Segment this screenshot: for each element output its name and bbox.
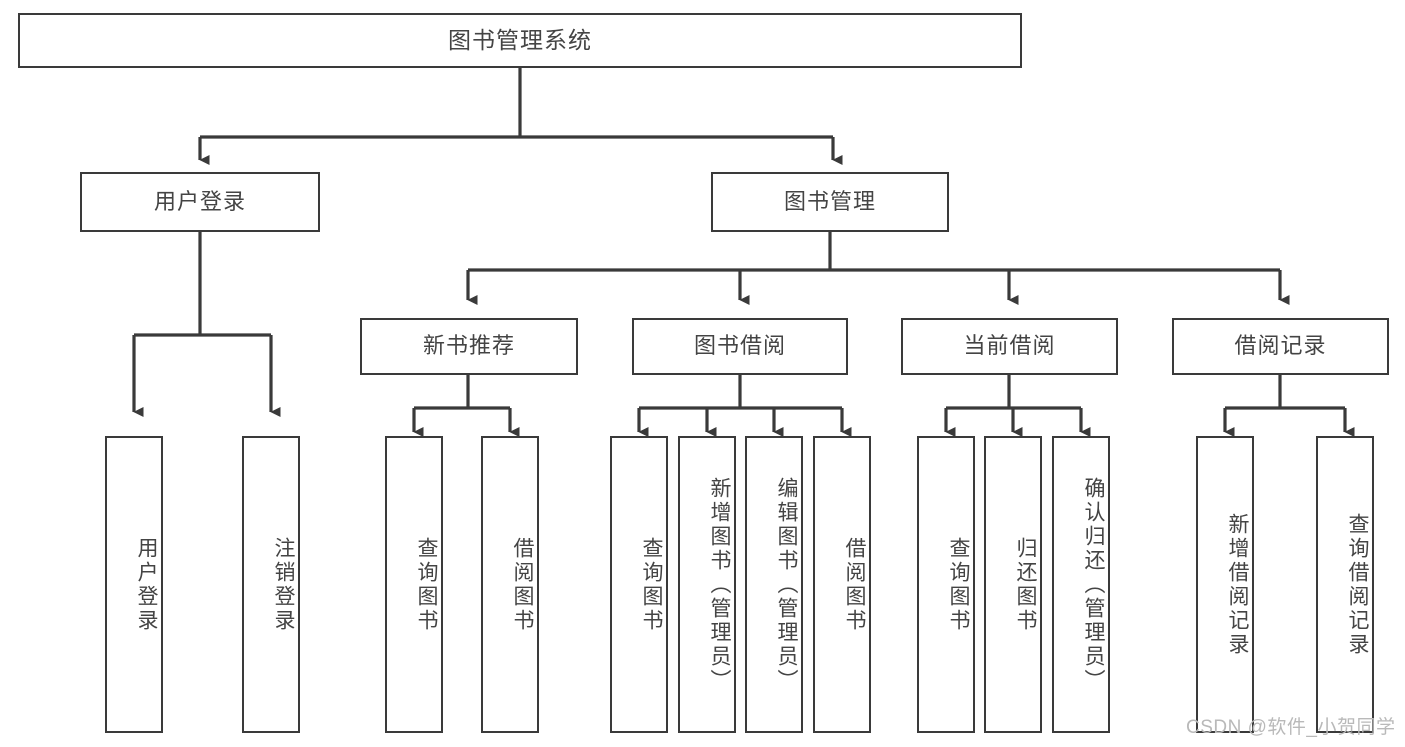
node-book-manage[interactable]: 图书管理 [711, 172, 949, 232]
node-label: 查询图书 [947, 536, 970, 633]
node-label: 借阅图书 [843, 536, 866, 633]
node-user-login[interactable]: 用户登录 [80, 172, 320, 232]
node-borrow-record[interactable]: 借阅记录 [1172, 318, 1389, 375]
node-leaf-user-login[interactable]: 用户登录 [105, 436, 163, 733]
node-label: 借阅图书 [511, 536, 534, 633]
node-leaf-add-book[interactable]: 新增图书（管理员） [678, 436, 736, 733]
node-leaf-query-book-rec[interactable]: 查询图书 [385, 436, 443, 733]
node-leaf-edit-book[interactable]: 编辑图书（管理员） [745, 436, 803, 733]
node-leaf-return-book[interactable]: 归还图书 [984, 436, 1042, 733]
node-leaf-borrow-book-rec[interactable]: 借阅图书 [481, 436, 539, 733]
node-label: 查询借阅记录 [1346, 512, 1369, 657]
node-label: 用户登录 [153, 188, 246, 214]
node-label: 当前借阅 [963, 333, 1056, 359]
node-label: 新书推荐 [422, 333, 515, 359]
node-label: 图书管理 [783, 188, 876, 214]
node-leaf-user-logout[interactable]: 注销登录 [242, 436, 300, 733]
node-book-borrow[interactable]: 图书借阅 [632, 318, 848, 375]
node-label: 查询图书 [640, 536, 663, 633]
node-leaf-query-book-borrow[interactable]: 查询图书 [610, 436, 668, 733]
node-label: 图书借阅 [693, 333, 786, 359]
node-leaf-query-record[interactable]: 查询借阅记录 [1316, 436, 1374, 733]
node-current-borrow[interactable]: 当前借阅 [901, 318, 1118, 375]
node-leaf-borrow-book[interactable]: 借阅图书 [813, 436, 871, 733]
node-label: 借阅记录 [1234, 333, 1327, 359]
node-leaf-add-record[interactable]: 新增借阅记录 [1196, 436, 1254, 733]
csdn-watermark: CSDN @软件_小贺同学 [1186, 717, 1396, 738]
node-label: 注销登录 [272, 536, 295, 633]
node-label: 图书管理系统 [448, 26, 592, 53]
node-root[interactable]: 图书管理系统 [18, 13, 1022, 68]
node-label: 新增借阅记录 [1226, 512, 1249, 657]
node-label: 确认归还（管理员） [1082, 476, 1105, 693]
node-leaf-query-book-cur[interactable]: 查询图书 [917, 436, 975, 733]
node-label: 用户登录 [135, 536, 158, 633]
node-leaf-confirm-return[interactable]: 确认归还（管理员） [1052, 436, 1110, 733]
node-label: 新增图书（管理员） [708, 476, 731, 693]
node-label: 查询图书 [415, 536, 438, 633]
node-label: 编辑图书（管理员） [775, 476, 798, 693]
node-label: 归还图书 [1014, 536, 1037, 633]
node-new-book-recommend[interactable]: 新书推荐 [360, 318, 578, 375]
